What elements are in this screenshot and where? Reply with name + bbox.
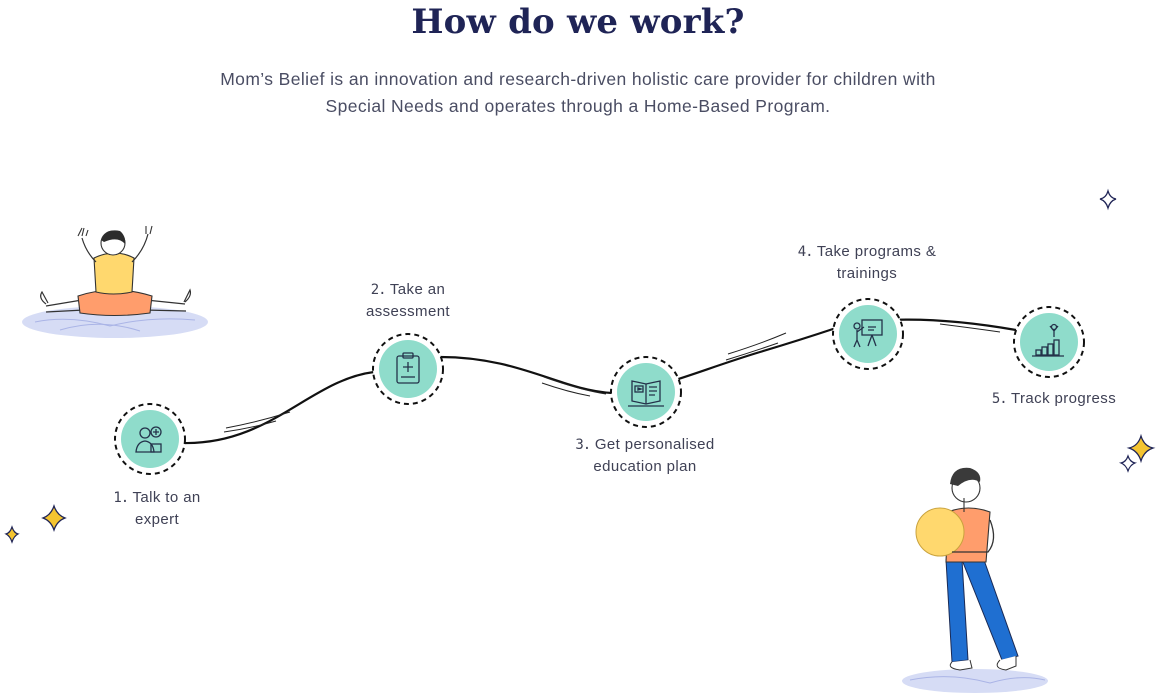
growth-chart-icon [1032, 323, 1064, 357]
step-1-label: 1. Talk to an expert [92, 487, 222, 531]
step-text: expert [134, 511, 180, 528]
book-video-icon [628, 380, 664, 407]
step-text: trainings [836, 265, 898, 282]
step-text: Take an [389, 281, 446, 298]
sitting-child-illustration [22, 225, 208, 338]
step-text: education plan [593, 458, 697, 475]
step-text: assessment [365, 303, 451, 320]
step-text: Get personalised [594, 436, 715, 453]
step-4-node [832, 298, 904, 370]
step-5-node [1013, 306, 1085, 378]
sparkle-star-icon [1118, 433, 1156, 473]
step-text: Take programs & [816, 243, 937, 260]
step-number: 1. [113, 490, 129, 506]
sparkle-star-icon [4, 503, 67, 544]
step-5-label: 5. Track progress [982, 388, 1126, 410]
person-with-ball-illustration [902, 467, 1048, 693]
step-4-label: 4. Take programs & trainings [780, 241, 954, 285]
section-description: Mom’s Belief is an innovation and resear… [220, 69, 936, 116]
step-3-node [610, 356, 682, 428]
expert-consultation-icon [135, 426, 162, 453]
step-number: 5. [991, 391, 1008, 407]
step-text: Talk to an [132, 489, 201, 506]
motion-streaks [223, 323, 1001, 433]
step-2-label: 2. Take an assessment [343, 279, 473, 323]
step-1-node [114, 403, 186, 475]
step-number: 3. [575, 437, 591, 453]
sparkle-star-icon [1099, 188, 1117, 211]
section-title: How do we work? [411, 2, 745, 42]
step-2-node [372, 333, 444, 405]
clipboard-medical-icon [396, 352, 420, 384]
step-text: Track progress [1011, 390, 1117, 407]
step-number: 4. [797, 244, 814, 260]
step-number: 2. [370, 282, 387, 298]
presentation-board-icon [853, 319, 883, 348]
step-3-label: 3. Get personalised education plan [560, 434, 730, 478]
